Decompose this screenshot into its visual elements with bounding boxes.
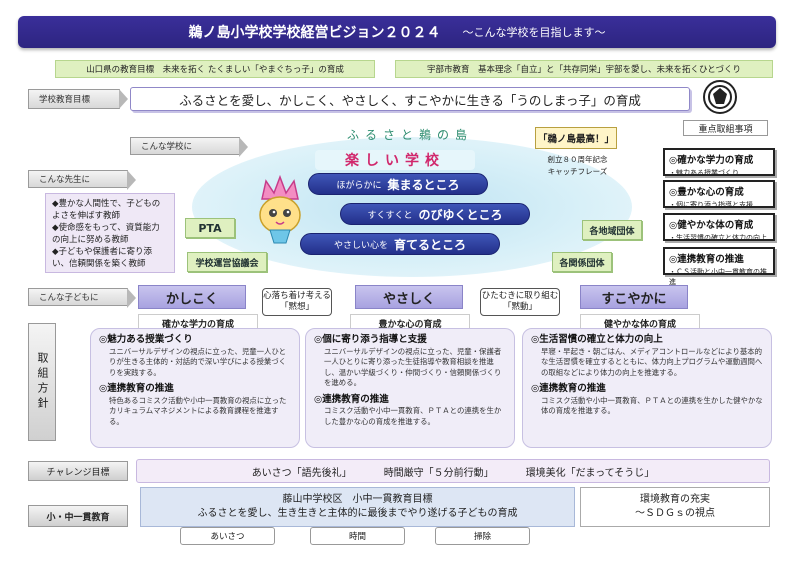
prefecture-goal: 山口県の教育目標 未来を拓く たくましい「やまぐちっ子」の育成 bbox=[55, 60, 375, 78]
card-heading: ◎魅力ある授業づくり bbox=[99, 334, 193, 345]
priority-title: ◎確かな学力の育成 bbox=[669, 155, 754, 166]
pill-small-text: やさしい心を bbox=[333, 240, 388, 251]
card-text: コミスク活動や小中一貫教育、ＰＴＡとの連携を生かした健やかな体の育成を推進する。 bbox=[541, 395, 763, 416]
card-text: ユニバーサルデザインの視点に立った、児童一人ひとりが生きる主体的・対話的で深い学… bbox=[109, 346, 287, 377]
pillar-sukoyaka: すこやかに bbox=[580, 285, 688, 309]
catchphrase-box: 「鵜ノ島最高！」 bbox=[535, 127, 617, 149]
priority-title: ◎豊かな心の育成 bbox=[669, 187, 744, 198]
pillar-kashikoku: かしこく bbox=[138, 285, 246, 309]
council-sign: 学校運営協議会 bbox=[187, 252, 267, 272]
school-goal-text: ふるさとを愛し、かしこく、やさしく、すこやかに生きる「うのしまっ子」の育成 bbox=[130, 87, 690, 111]
challenge-item: 環境美化「だまってそうじ」 bbox=[525, 467, 655, 479]
priority-desc: ・魅力ある授業づくり bbox=[669, 169, 739, 177]
env-box: 環境教育の充実 ～ＳＤＧｓの視点 bbox=[580, 487, 770, 527]
children-tag: こんな子どもに bbox=[28, 288, 136, 308]
priority-desc: ・生活習慣の確立と体力の向上 bbox=[669, 234, 767, 242]
card-text: コミスク活動や小中一貫教育、ＰＴＡとの連携を生かした豊かな心の育成を推進する。 bbox=[324, 406, 502, 426]
pill-big-text: のびゆくところ bbox=[418, 207, 503, 222]
mini-aisatsu: あいさつ bbox=[180, 527, 275, 545]
challenge-tag: チャレンジ目標 bbox=[28, 461, 128, 481]
card-heading: ◎連携教育の推進 bbox=[314, 393, 389, 405]
teachers-box: ◆豊かな人間性で、子どものよさを伸ばす教師 ◆使命感をもって、資質能力の向上に努… bbox=[45, 193, 175, 273]
pill-small-text: すくすくと bbox=[367, 210, 413, 221]
speech-bubble-mokudo: ひたむきに取り組む 「黙動」 bbox=[480, 288, 560, 316]
env-line1: 環境教育の充実 bbox=[640, 494, 710, 505]
pta-sign: PTA bbox=[185, 218, 235, 238]
mascot-icon bbox=[252, 174, 308, 245]
priority-title: ◎健やかな体の育成 bbox=[669, 220, 754, 231]
action-card-3: ◎生活習慣の確立と体力の向上 早寝・早起き・朝ごはん、メディアコントロールなどに… bbox=[522, 328, 772, 448]
card-heading: ◎生活習慣の確立と体力の向上 bbox=[531, 334, 663, 345]
env-line2: ～ＳＤＧｓの視点 bbox=[635, 508, 715, 519]
card-text: ユニバーサルデザインの視点に立った、児童・保護者一人ひとりに寄り添った生徒指導や… bbox=[324, 346, 502, 388]
school-tag: こんな学校に bbox=[130, 137, 248, 157]
consistent-goal-box: 藤山中学校区 小中一貫教育目標 ふるさとを愛し、生き生きと主体的に最後までやり遂… bbox=[140, 487, 575, 527]
region-sign: 各地域団体 bbox=[582, 220, 642, 240]
priority-item: ◎健やかな体の育成 ・生活習慣の確立と体力の向上 bbox=[663, 213, 775, 242]
teacher-item: ◆使命感をもって、資質能力の向上に努める教師 bbox=[52, 223, 160, 245]
challenge-item: 時間厳守「５分前行動」 bbox=[383, 467, 494, 479]
priority-desc: ・ＣＳ活動と小中一貫教育の推進 bbox=[669, 268, 767, 286]
related-sign: 各関係団体 bbox=[552, 252, 612, 272]
school-emblem-icon bbox=[703, 80, 737, 114]
city-goal: 宇部市教育 基本理念「自立」と「共存同栄」宇部を愛し、未来を拓くひとづくり bbox=[395, 60, 773, 78]
bubble-line2: 「黙動」 bbox=[502, 302, 537, 312]
page-subtitle: ～こんな学校を目指します～ bbox=[462, 26, 606, 39]
bubble-line1: ひたむきに取り組む bbox=[481, 291, 559, 301]
furusato-label: ふるさと鵜の島 bbox=[346, 127, 473, 142]
teacher-item: ◆子どもや保護者に寄り添い、信頼関係を築く教師 bbox=[52, 247, 153, 269]
bubble-line1: 心落ち着け考える bbox=[263, 291, 331, 301]
teachers-tag: こんな先生に bbox=[28, 170, 136, 190]
actions-label: 取組方針 bbox=[28, 323, 56, 441]
challenge-item: あいさつ「語先後礼」 bbox=[251, 467, 352, 479]
tanoshii-label: 楽しい学校 bbox=[315, 150, 475, 170]
card-text: 早寝・早起き・朝ごはん、メディアコントロールなどにより基本的な生活習慣を確立する… bbox=[541, 346, 763, 377]
speech-bubble-mokuso: 心落ち着け考える 「黙想」 bbox=[262, 288, 332, 316]
page-title-bar: 鵜ノ島小学校学校経営ビジョン２０２４ ～こんな学校を目指します～ bbox=[18, 16, 776, 48]
school-pill-2: すくすくとのびゆくところ bbox=[340, 203, 530, 225]
card-heading: ◎個に寄り添う指導と支援 bbox=[314, 334, 427, 345]
teacher-item: ◆豊かな人間性で、子どものよさを伸ばす教師 bbox=[52, 199, 161, 221]
consistent-tag: 小・中一貫教育 bbox=[28, 505, 128, 527]
pill-small-text: ほがらかに bbox=[336, 180, 382, 191]
priority-desc: ・個に寄り添う指導と支援 bbox=[669, 201, 753, 209]
catchphrase-note1: 創立８０周年記念 bbox=[547, 155, 608, 164]
card-heading: ◎連携教育の推進 bbox=[99, 383, 174, 394]
mini-jikan: 時間 bbox=[310, 527, 405, 545]
school-pill-1: ほがらかに集まるところ bbox=[308, 173, 488, 195]
card-heading: ◎連携教育の推進 bbox=[531, 383, 606, 394]
page-title: 鵜ノ島小学校学校経営ビジョン２０２４ bbox=[188, 25, 441, 41]
mini-souji: 掃除 bbox=[435, 527, 530, 545]
priorities-head: 重点取組事項 bbox=[683, 120, 768, 136]
action-card-2: ◎個に寄り添う指導と支援 ユニバーサルデザインの視点に立った、児童・保護者一人ひ… bbox=[305, 328, 515, 448]
priority-item: ◎確かな学力の育成 ・魅力ある授業づくり bbox=[663, 148, 775, 177]
action-card-1: ◎魅力ある授業づくり ユニバーサルデザインの視点に立った、児童一人ひとりが生きる… bbox=[90, 328, 300, 448]
priority-item: ◎豊かな心の育成 ・個に寄り添う指導と支援 bbox=[663, 180, 775, 209]
bubble-line2: 「黙想」 bbox=[279, 302, 314, 312]
school-goal-tag: 学校教育目標 bbox=[28, 89, 128, 109]
consistent-line1: 藤山中学校区 小中一貫教育目標 bbox=[282, 494, 433, 505]
challenge-box: あいさつ「語先後礼」 時間厳守「５分前行動」 環境美化「だまってそうじ」 bbox=[136, 459, 770, 483]
priority-title: ◎連携教育の推進 bbox=[669, 254, 744, 265]
catchphrase-note2: キャッチフレーズ bbox=[547, 167, 608, 176]
card-text: 特色あるコミスク活動や小中一貫教育の視点に立ったカリキュラムマネジメントによる教… bbox=[109, 395, 287, 426]
pill-big-text: 育てるところ bbox=[394, 237, 467, 252]
school-pill-3: やさしい心を育てるところ bbox=[300, 233, 500, 255]
consistent-line2: ふるさとを愛し、生き生きと主体的に最後までやり遂げる子どもの育成 bbox=[197, 508, 518, 519]
priority-item: ◎連携教育の推進 ・ＣＳ活動と小中一貫教育の推進 bbox=[663, 247, 775, 286]
pillar-yasashiku: やさしく bbox=[355, 285, 463, 309]
pill-big-text: 集まるところ bbox=[387, 177, 460, 192]
